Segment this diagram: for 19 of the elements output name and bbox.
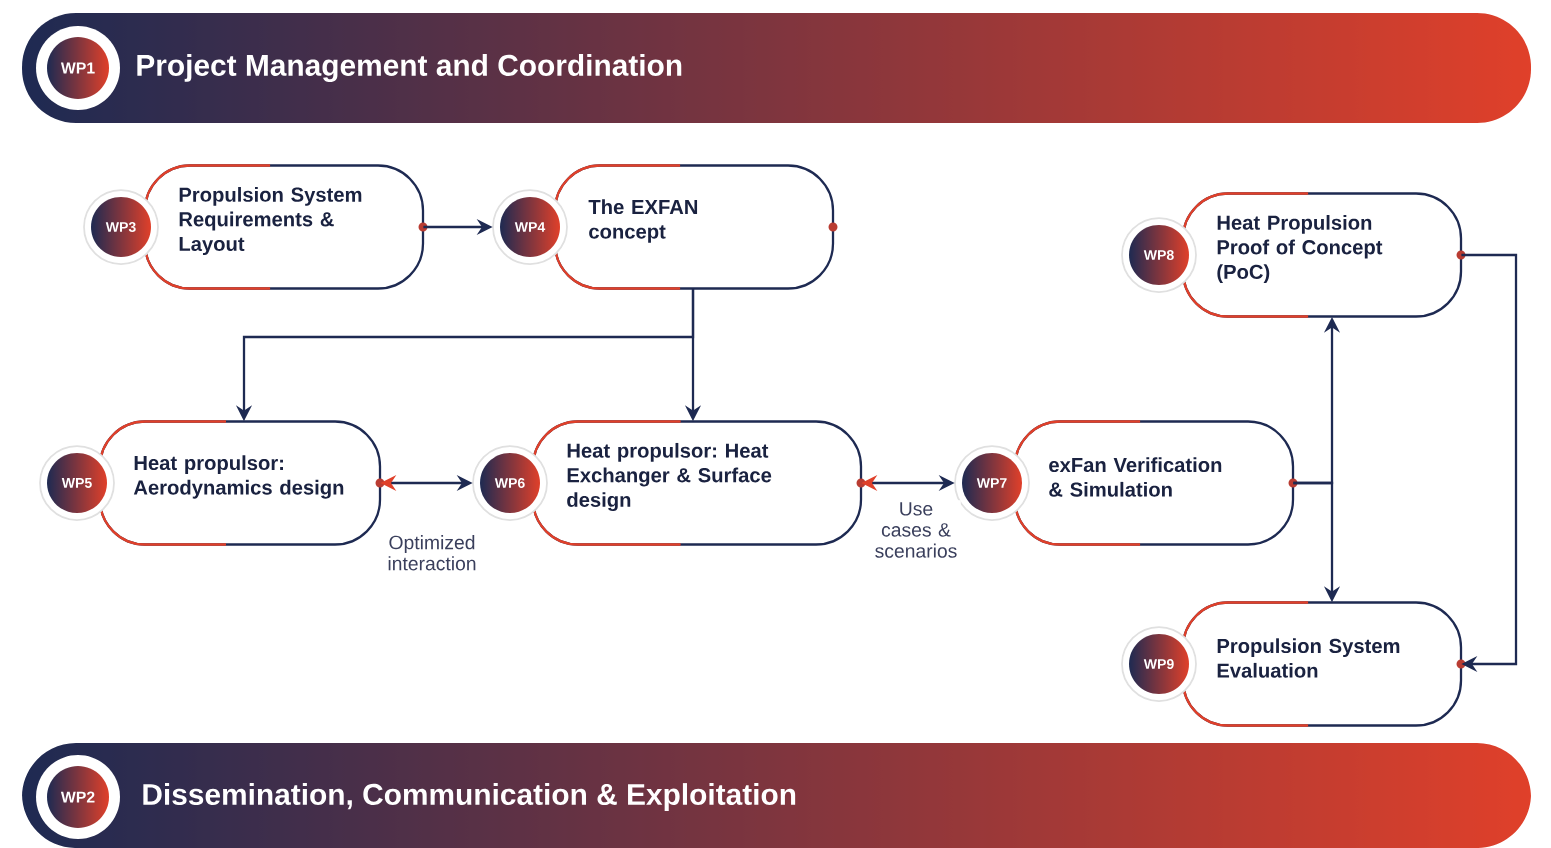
process-box: WP7 exFan Verification & Simulation: [954, 420, 1298, 546]
arrow: [1461, 253, 1518, 673]
node-label: Project Management and Coordination: [137, 54, 682, 82]
node-label: WP8: [1143, 250, 1174, 260]
node-label: WP5: [61, 478, 92, 488]
node-label: WP3: [105, 222, 136, 232]
node-label: WP6: [494, 478, 525, 488]
process-box: WP5 Heat propulsor: Aerodynamics design: [39, 420, 385, 546]
process-box: WP8 Heat Propulsion Proof of Concept (PoC): [1121, 192, 1466, 318]
process-box: WP3 Propulsion System Requirements & Layout: [83, 164, 428, 290]
node-label: WP4: [514, 222, 546, 232]
node-label: WP7: [976, 478, 1007, 488]
banner: WP1 Project Management and Coordination: [36, 26, 682, 110]
node-label: WP9: [1143, 659, 1174, 669]
banner: WP2 Dissemination, Communication & Exploitation: [36, 755, 796, 839]
process-box: WP4 The EXFAN concept: [492, 164, 838, 290]
process-box: WP9 Propulsion System Evaluation: [1121, 601, 1466, 727]
edge-label: Use cases & scenarios: [875, 502, 957, 558]
node-label: Dissemination, Communication & Exploitation: [143, 783, 796, 811]
